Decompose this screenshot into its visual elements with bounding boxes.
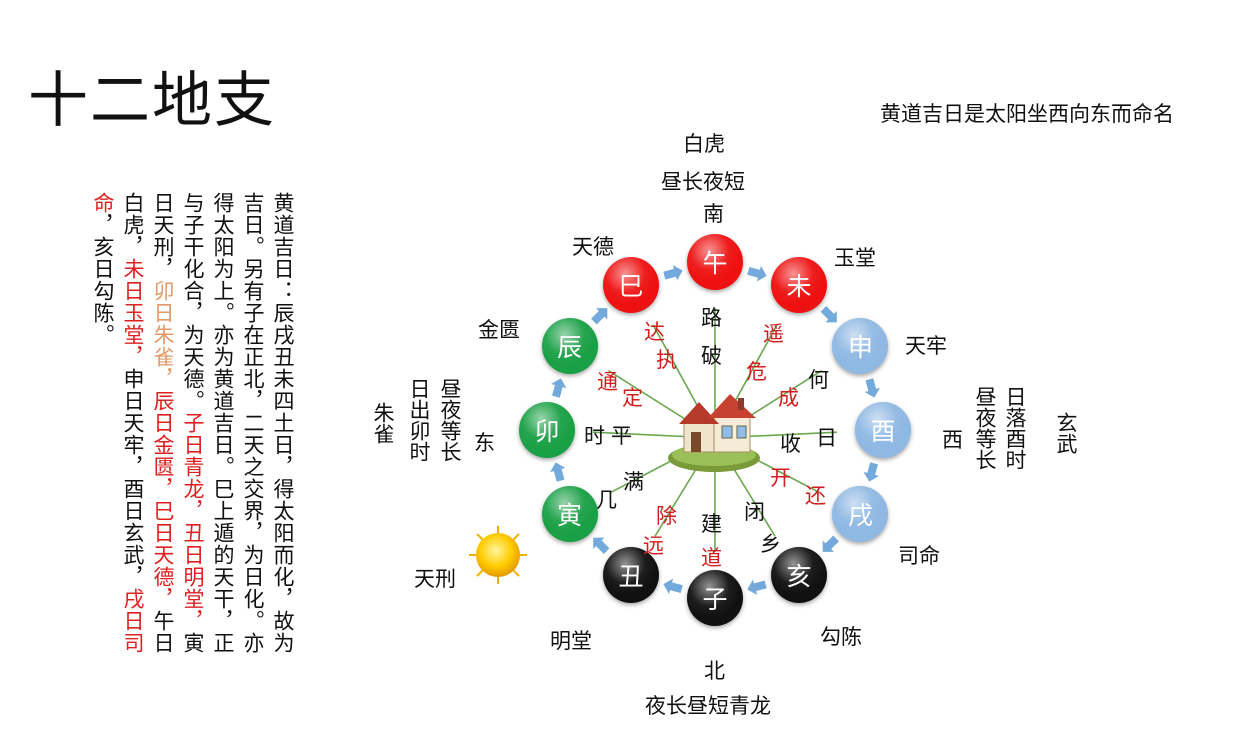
inner-red-zhi: 执 (656, 348, 677, 372)
flow-arrow-icon (864, 378, 880, 398)
inner-po: 破 (701, 344, 722, 368)
inner-bi: 闭 (744, 500, 765, 524)
inner-red-cheng: 成 (778, 386, 799, 410)
branch-circle: 子 (687, 570, 743, 626)
label-west: 西 (942, 428, 963, 452)
house-icon (668, 394, 760, 472)
inner-jian: 建 (701, 512, 722, 536)
vertical-text-block: 黄道吉日：辰戌丑未四土日，得太阳而化，故为吉日。另有子在正北，二天之交界，为日化… (88, 192, 298, 662)
flow-arrow-icon (747, 266, 767, 282)
flow-arrow-icon (593, 537, 610, 554)
branch-char: 辰 (556, 333, 582, 362)
label-tiande: 天德 (572, 235, 614, 259)
flow-arrow-icon (747, 579, 767, 595)
label-tianxing: 天刑 (414, 567, 456, 591)
branch-circle: 酉 (855, 402, 911, 458)
subtitle: 黄道吉日是太阳坐西向东而命名 (880, 102, 1174, 126)
text-red-4: 戌日司命 (91, 192, 145, 654)
branch-char: 丑 (618, 562, 644, 592)
label-baihu: 白虎 (683, 132, 725, 156)
inner-red-huan: 还 (805, 484, 826, 508)
text-red-3: 未日玉堂， (121, 258, 145, 368)
label-east-v3: 朱雀 (371, 402, 395, 444)
branch-char: 酉 (870, 417, 896, 446)
label-west-v1: 日落酉时 (1003, 386, 1027, 470)
label-tianlao: 天牢 (905, 334, 947, 358)
branch-char: 巳 (618, 271, 644, 301)
branch-char: 戌 (847, 501, 873, 530)
label-west-v2: 昼夜等长 (973, 386, 997, 470)
inner-red-dao: 道 (701, 546, 722, 570)
branch-circle: 午 (687, 234, 743, 290)
inner-red-da: 达 (644, 320, 665, 344)
page-title: 十二地支 (28, 66, 276, 136)
flow-arrow-icon (550, 462, 566, 482)
flow-arrow-icon (820, 306, 837, 323)
inner-red-wei: 危 (746, 360, 767, 384)
text-red-1: 子日青龙，丑日明堂， (181, 412, 205, 632)
sun-icon (469, 526, 527, 584)
arrows (550, 265, 880, 595)
inner-red-yuan: 远 (643, 534, 664, 558)
text-tan-1: 卯日朱雀， (151, 280, 175, 390)
text-plain-1: 寅日天刑， (151, 192, 205, 654)
text-red-2: 辰日金匮，巳日天德， (151, 390, 175, 610)
branch-circle: 巳 (603, 256, 659, 313)
label-east: 东 (474, 431, 495, 455)
flow-arrow-icon (863, 462, 879, 482)
label-jinkui: 金匮 (478, 318, 520, 342)
label-east-v2: 日出卯时 (407, 378, 431, 462)
inner-xiang: 乡 (760, 532, 781, 556)
flow-arrow-icon (551, 378, 567, 398)
inner-lu: 路 (701, 306, 722, 330)
inner-red-yao: 遥 (763, 322, 784, 346)
branch-circle: 戌 (832, 486, 889, 542)
inner-man: 满 (623, 470, 644, 494)
text-plain-4: ，亥日勾陈。 (91, 214, 115, 346)
label-south-desc: 昼长夜短 (661, 170, 745, 194)
label-west-v3: 玄武 (1054, 412, 1078, 454)
label-north: 北 (704, 659, 725, 683)
branch-circle: 寅 (541, 486, 598, 542)
branch-char: 寅 (556, 501, 582, 530)
text-paragraph-1: 黄道吉日：辰戌丑未四土日，得太阳而化，故为吉日。另有子在正北，二天之交界，为日化… (181, 192, 295, 654)
inner-red-chu: 除 (656, 504, 677, 528)
branch-char: 子 (702, 585, 728, 614)
branch-char: 卯 (534, 417, 560, 446)
branch-circle: 丑 (603, 547, 659, 604)
branch-circle: 辰 (541, 318, 598, 374)
label-north-desc: 夜长昼短青龙 (645, 694, 771, 718)
branch-char: 申 (847, 333, 873, 362)
branch-circle: 申 (832, 318, 889, 374)
flow-arrow-icon (663, 265, 683, 281)
flow-arrow-icon (591, 308, 608, 325)
inner-red-kai: 开 (770, 466, 791, 490)
inner-ri: 日 (816, 426, 837, 450)
inner-red-ding: 定 (622, 386, 643, 410)
branch-char: 未 (786, 271, 812, 301)
label-gouchen: 勾陈 (820, 625, 862, 649)
branch-circle: 未 (771, 256, 827, 313)
inner-shi: 时 (584, 424, 605, 448)
inner-red-tong: 通 (597, 370, 618, 394)
inner-he: 何 (808, 368, 829, 392)
branch-circle: 亥 (771, 547, 827, 604)
text-plain-3: 申日天牢，酉日玄武， (121, 368, 145, 588)
label-siming: 司命 (898, 544, 940, 568)
label-east-v1: 昼夜等长 (438, 378, 462, 462)
flow-arrow-icon (663, 578, 683, 594)
label-yutang: 玉堂 (834, 246, 876, 270)
label-south: 南 (703, 202, 724, 226)
branch-circle: 卯 (519, 402, 575, 458)
inner-ji: 几 (596, 488, 617, 512)
branch-char: 亥 (786, 562, 812, 592)
label-mingtang: 明堂 (550, 629, 592, 653)
branch-char: 午 (702, 249, 728, 278)
flow-arrow-icon (822, 535, 839, 552)
text-plain-2: 午日白虎， (121, 192, 175, 654)
inner-ping: 平 (611, 424, 632, 448)
inner-shou: 收 (780, 432, 801, 456)
